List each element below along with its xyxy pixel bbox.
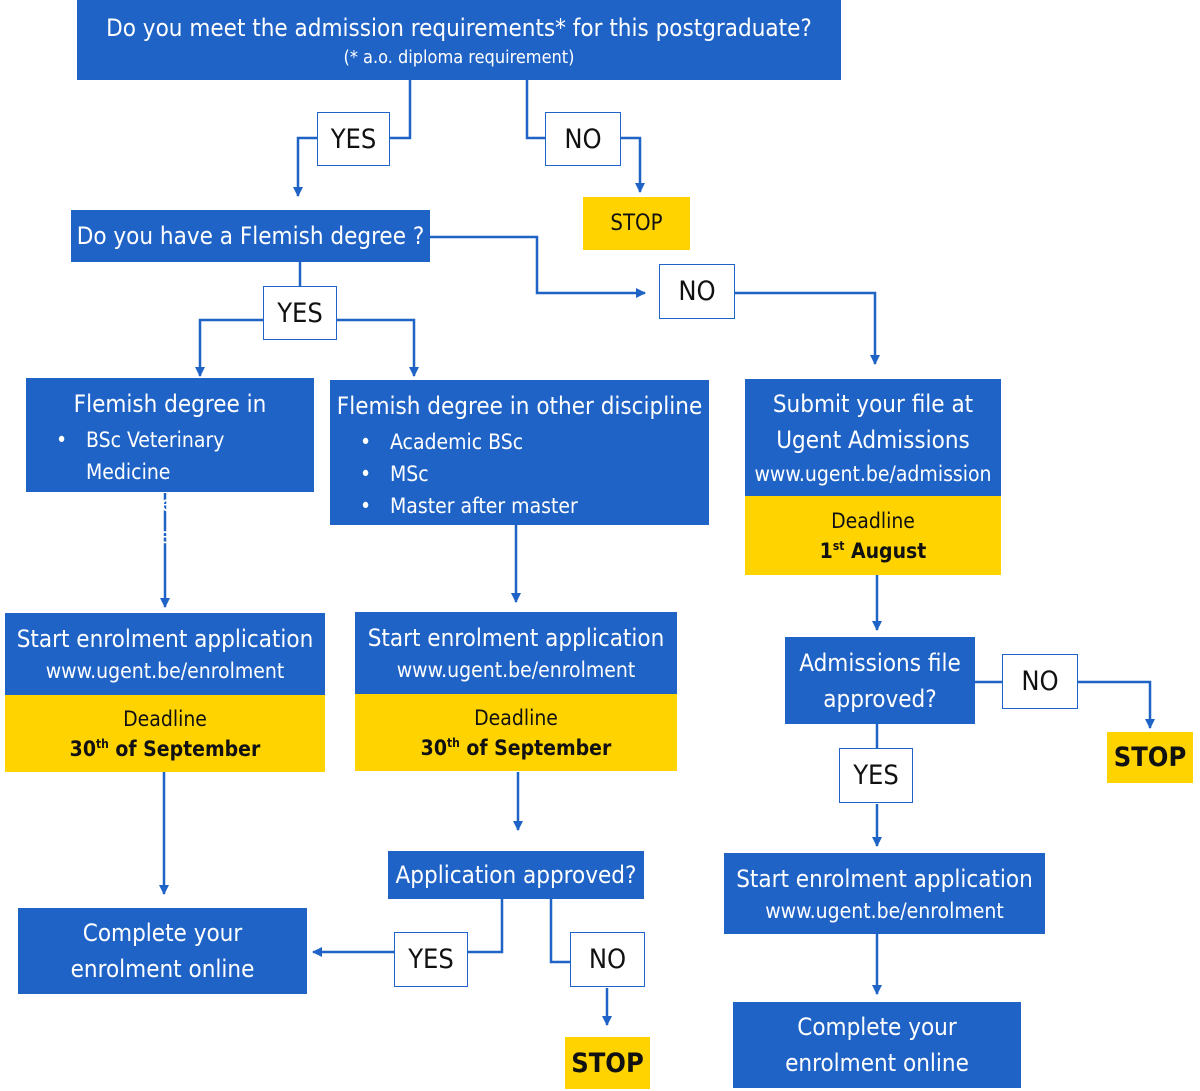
complete-right-line2: enrolment online xyxy=(785,1049,969,1077)
deadline-number: 1 xyxy=(819,538,833,563)
stop-box-bottom: STOP xyxy=(565,1037,650,1089)
submit-deadline-label: Deadline xyxy=(831,508,915,533)
admissions-file-approved-box: Admissions file approved? xyxy=(785,637,975,724)
q1-note: (* a.o. diploma requirement) xyxy=(343,46,575,68)
enrol-left-box: Start enrolment application www.ugent.be… xyxy=(5,613,325,695)
enrol-left-deadline-box: Deadline 30th of September xyxy=(5,695,325,772)
vet-degree-title: Flemish degree in xyxy=(73,390,267,418)
line-q1-yes xyxy=(390,80,412,140)
stop-box-top: STOP xyxy=(583,197,690,250)
q2-no-label: NO xyxy=(659,264,735,319)
app-no-label: NO xyxy=(570,932,645,987)
enrol-left-title: Start enrolment application xyxy=(16,625,314,653)
enrol-right-url: www.ugent.be/enrolment xyxy=(765,898,1004,923)
q1-yes-label: YES xyxy=(317,112,390,166)
deadline-number: 30 xyxy=(420,735,447,760)
enrol-mid-box: Start enrolment application www.ugent.be… xyxy=(355,612,677,694)
adm-yes-label: YES xyxy=(839,748,913,803)
stop-box-right: STOP xyxy=(1107,732,1193,783)
enrol-left-deadline-label: Deadline xyxy=(123,706,207,731)
q1-title: Do you meet the admission requirements* … xyxy=(106,13,812,42)
other-discipline-item: Academic BSc xyxy=(360,426,709,458)
line-app-no xyxy=(549,899,570,964)
arrow-no-submit xyxy=(735,291,880,365)
submit-deadline-date: 1st August xyxy=(820,539,927,563)
enrol-left-deadline-date: 30th of September xyxy=(70,737,261,761)
arrow-yes-other xyxy=(337,318,419,377)
q2-flemish-degree-box: Do you have a Flemish degree ? xyxy=(71,210,430,262)
deadline-suffix: th xyxy=(446,735,460,750)
q1-no-label: NO xyxy=(545,112,621,166)
deadline-suffix: th xyxy=(95,736,109,751)
other-discipline-item: Master after master xyxy=(360,490,709,522)
q2-yes-label: YES xyxy=(263,286,337,340)
other-discipline-title: Flemish degree in other discipline xyxy=(336,392,703,420)
complete-left-box: Complete your enrolment online xyxy=(18,908,307,994)
arrow-adm-stop xyxy=(1078,680,1155,729)
line-app-yes xyxy=(468,899,504,954)
vet-degree-item: MSc Veterinary Medicine xyxy=(56,488,314,552)
submit-deadline-box: Deadline 1st August xyxy=(745,496,1001,575)
application-approved-box: Application approved? xyxy=(388,851,644,899)
adm-file-line2: approved? xyxy=(823,684,937,713)
enrol-left-url: www.ugent.be/enrolment xyxy=(45,659,285,683)
vet-degree-item: BSc Veterinary Medicine xyxy=(56,424,314,488)
enrol-mid-url: www.ugent.be/enrolment xyxy=(396,658,636,682)
enrol-mid-title: Start enrolment application xyxy=(367,624,665,652)
other-discipline-list: Academic BSc MSc Master after master xyxy=(360,426,709,522)
deadline-suffix: st xyxy=(832,538,845,553)
deadline-number: 30 xyxy=(69,736,96,761)
enrol-right-title: Start enrolment application xyxy=(736,864,1033,893)
complete-left-line1: Complete your xyxy=(82,919,243,947)
submit-file-box: Submit your file at Ugent Admissions www… xyxy=(745,379,1001,496)
q1-admission-requirements-box: Do you meet the admission requirements* … xyxy=(77,0,841,80)
other-discipline-box: Flemish degree in other discipline Acade… xyxy=(330,380,709,525)
other-discipline-item: MSc xyxy=(360,458,709,490)
adm-no-label: NO xyxy=(1002,654,1078,709)
complete-left-line2: enrolment online xyxy=(70,955,255,983)
line-q1-no xyxy=(525,80,545,140)
enrol-right-box: Start enrolment application www.ugent.be… xyxy=(724,853,1045,934)
vet-degree-list: BSc Veterinary Medicine MSc Veterinary M… xyxy=(56,424,314,552)
app-yes-label: YES xyxy=(394,932,468,987)
vet-degree-box: Flemish degree in BSc Veterinary Medicin… xyxy=(26,378,314,548)
enrol-mid-deadline-label: Deadline xyxy=(474,705,558,730)
enrol-mid-deadline-date: 30th of September xyxy=(421,736,612,760)
deadline-month: of September xyxy=(459,735,612,760)
arrow-yes-q2 xyxy=(293,136,318,197)
complete-right-box: Complete your enrolment online xyxy=(733,1002,1021,1088)
arrow-q2-no xyxy=(430,235,646,298)
adm-file-line1: Admissions file xyxy=(799,648,961,677)
submit-line1: Submit your file at xyxy=(772,389,974,418)
complete-right-line1: Complete your xyxy=(797,1013,957,1041)
deadline-month: August xyxy=(844,538,927,563)
enrol-mid-deadline-box: Deadline 30th of September xyxy=(355,694,677,771)
arrow-no-stop xyxy=(621,136,645,193)
submit-line2: Ugent Admissions xyxy=(776,425,970,454)
deadline-month: of September xyxy=(108,736,261,761)
arrow-yes-vet xyxy=(195,318,263,377)
submit-url: www.ugent.be/admission xyxy=(754,461,992,486)
